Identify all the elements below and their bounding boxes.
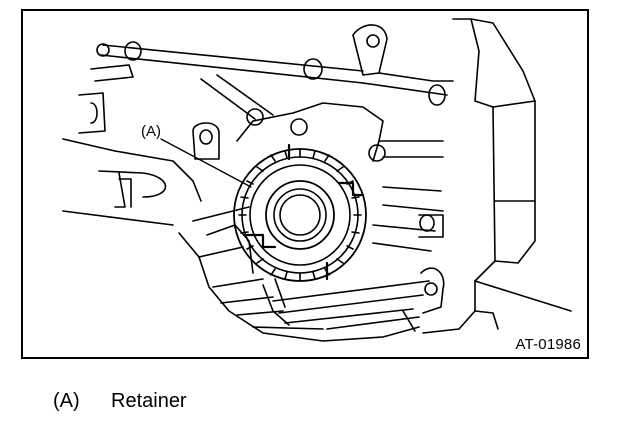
legend: (A) Retainer: [53, 390, 187, 413]
figure-id-label: AT-01986: [515, 336, 581, 353]
illustration-frame: (A) AT-01986: [21, 9, 589, 359]
callout-label-a: (A): [141, 123, 161, 140]
transmission-drawing: [62, 18, 572, 342]
callout-leader-line: [160, 138, 252, 188]
retainer-part: [233, 143, 367, 282]
legend-item-text: Retainer: [111, 390, 187, 412]
legend-item-code: (A): [53, 390, 80, 412]
